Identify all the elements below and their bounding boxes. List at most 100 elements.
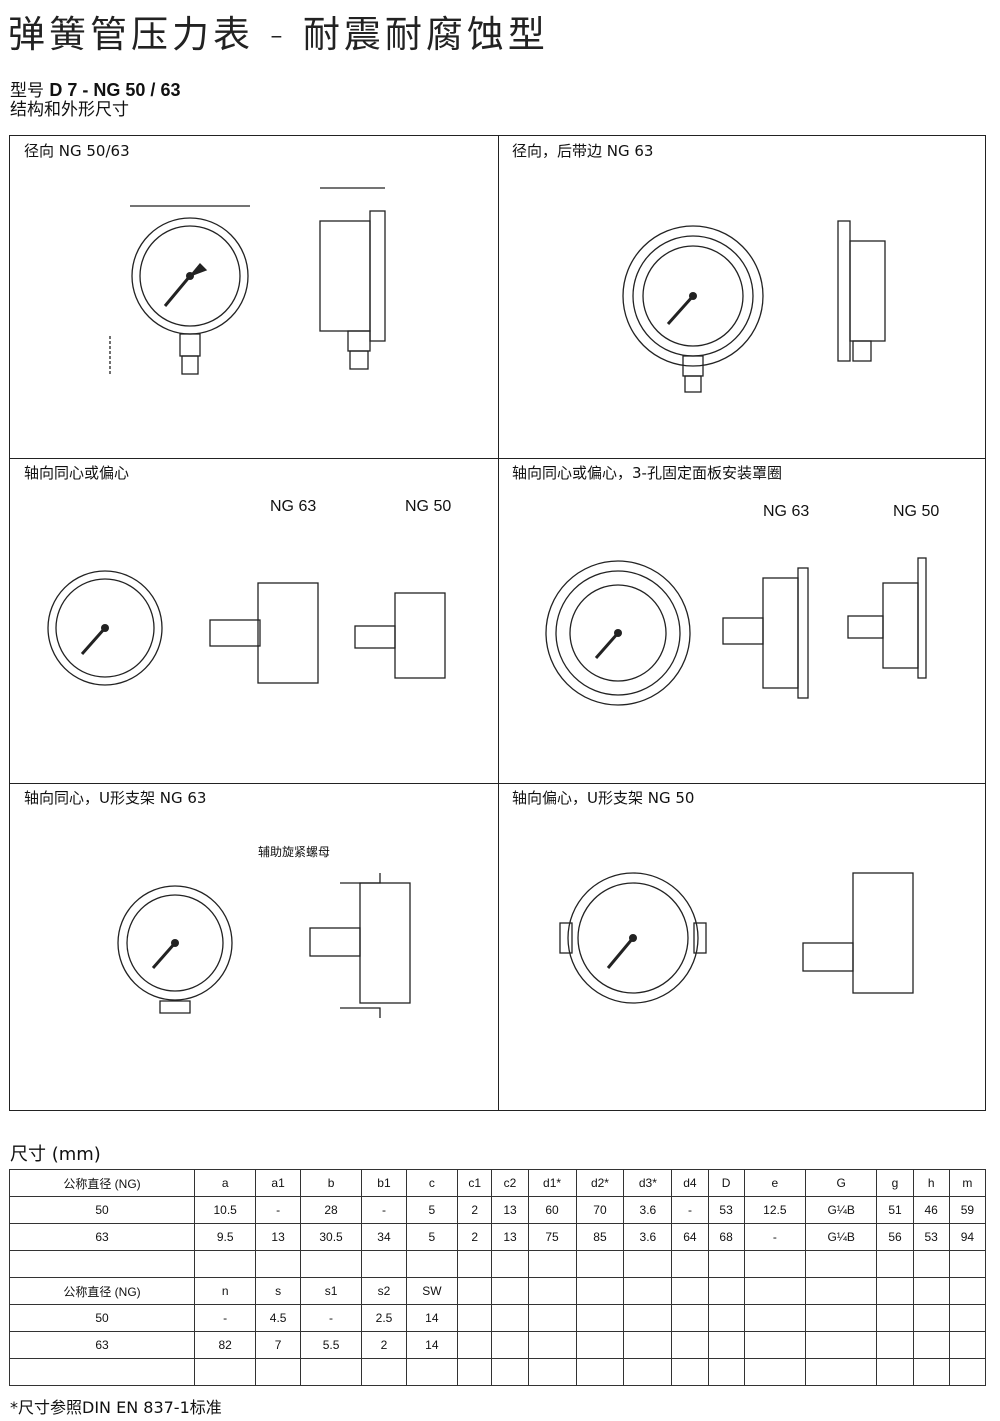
table-cell: [707, 1250, 745, 1278]
table-cell: [575, 1277, 625, 1305]
subtitle: 结构和外形尺寸: [10, 100, 129, 120]
table-cell: 10.5: [193, 1196, 257, 1224]
table-cell: [948, 1331, 987, 1359]
table-cell: [743, 1277, 807, 1305]
table-cell: [491, 1277, 529, 1305]
table-cell: d4: [671, 1169, 709, 1197]
table-cell: [707, 1277, 745, 1305]
drawing-grid: 径向 NG 50/63 径向，后带边 NG 63: [9, 135, 986, 1111]
table-cell: 94: [948, 1223, 987, 1251]
table-cell: [805, 1304, 878, 1332]
table-cell: s: [255, 1277, 301, 1305]
drawing-u-bracket-50: [559, 872, 914, 1004]
table-cell: G¼B: [805, 1223, 878, 1251]
drawing-radial-flange: [622, 220, 886, 393]
page-title: 弹簧管压力表 - 耐震耐腐蚀型: [8, 13, 549, 56]
label-ng63: NG 63: [763, 503, 810, 520]
table-cell: 82: [193, 1331, 257, 1359]
table-cell: m: [948, 1169, 987, 1197]
table-cell: [671, 1358, 709, 1386]
table-cell: [743, 1304, 807, 1332]
table-cell: [193, 1358, 257, 1386]
table-cell: c2: [491, 1169, 529, 1197]
table-cell: 46: [912, 1196, 950, 1224]
table-cell: s2: [361, 1277, 407, 1305]
panel-caption: 轴向偏心，U形支架 NG 50: [512, 789, 695, 807]
table-cell: [193, 1250, 257, 1278]
table-cell: [361, 1358, 407, 1386]
table-cell: 9.5: [193, 1223, 257, 1251]
table-cell: h: [912, 1169, 950, 1197]
table-cell: [9, 1250, 195, 1278]
table-cell: 53: [912, 1223, 950, 1251]
table-cell: [912, 1331, 950, 1359]
table-cell: 56: [876, 1223, 914, 1251]
table-cell: [299, 1250, 363, 1278]
table-blank-row: [9, 1358, 987, 1386]
table-cell: 13: [255, 1223, 301, 1251]
table-cell: [575, 1304, 625, 1332]
table-cell: [876, 1358, 914, 1386]
table-cell: [912, 1358, 950, 1386]
table-cell: -: [255, 1196, 301, 1224]
panel-caption: 轴向同心，U形支架 NG 63: [24, 789, 207, 807]
panel-caption: 径向，后带边 NG 63: [512, 142, 654, 160]
panel-radial: 径向 NG 50/63: [10, 136, 498, 458]
table-cell: SW: [405, 1277, 458, 1305]
table-cell: [491, 1358, 529, 1386]
table-cell: s1: [299, 1277, 363, 1305]
footnote: *尺寸参照DIN EN 837-1标准: [10, 1398, 222, 1417]
table-cell: 12.5: [743, 1196, 807, 1224]
table-cell: 14: [405, 1331, 458, 1359]
table-cell: [255, 1250, 301, 1278]
table-cell: 59: [948, 1196, 987, 1224]
table-cell: G: [805, 1169, 878, 1197]
table-cell: 5: [405, 1223, 458, 1251]
table-cell: [456, 1304, 493, 1332]
table-cell: 公称直径 (NG): [9, 1277, 195, 1305]
table-cell: [671, 1331, 709, 1359]
table-cell: [527, 1250, 577, 1278]
table-cell: [527, 1304, 577, 1332]
table-cell: [361, 1250, 407, 1278]
table-cell: [623, 1358, 673, 1386]
table-cell: [707, 1358, 745, 1386]
table-cell: [575, 1358, 625, 1386]
table-cell: [255, 1358, 301, 1386]
table-cell: [912, 1304, 950, 1332]
drawing-axial: [47, 570, 446, 686]
label-ng50: NG 50: [405, 498, 452, 515]
table-cell: 3.6: [623, 1223, 673, 1251]
table-cell: [527, 1331, 577, 1359]
table-cell: -: [361, 1196, 407, 1224]
model-prefix: 型号: [10, 81, 44, 101]
table-cell: 公称直径 (NG): [9, 1169, 195, 1197]
drawing-axial-panel-mount: [545, 557, 927, 706]
table-cell: [491, 1250, 529, 1278]
table-cell: -: [299, 1304, 363, 1332]
table-cell: 13: [491, 1223, 529, 1251]
table-cell: [623, 1250, 673, 1278]
table-cell: [912, 1250, 950, 1278]
table-cell: a1: [255, 1169, 301, 1197]
panel-u-bracket-50: 轴向偏心，U形支架 NG 50: [498, 783, 987, 1112]
table-cell: [575, 1250, 625, 1278]
table-cell: [805, 1358, 878, 1386]
table-cell: 7: [255, 1331, 301, 1359]
table-cell: [805, 1250, 878, 1278]
table-cell: D: [707, 1169, 745, 1197]
table-cell: 4.5: [255, 1304, 301, 1332]
table-cell: [876, 1277, 914, 1305]
table-cell: [707, 1331, 745, 1359]
table-cell: [623, 1304, 673, 1332]
table-cell: [948, 1250, 987, 1278]
table-cell: g: [876, 1169, 914, 1197]
table-cell: [491, 1331, 529, 1359]
table-cell: -: [743, 1223, 807, 1251]
table-cell: [299, 1358, 363, 1386]
table-cell: 51: [876, 1196, 914, 1224]
